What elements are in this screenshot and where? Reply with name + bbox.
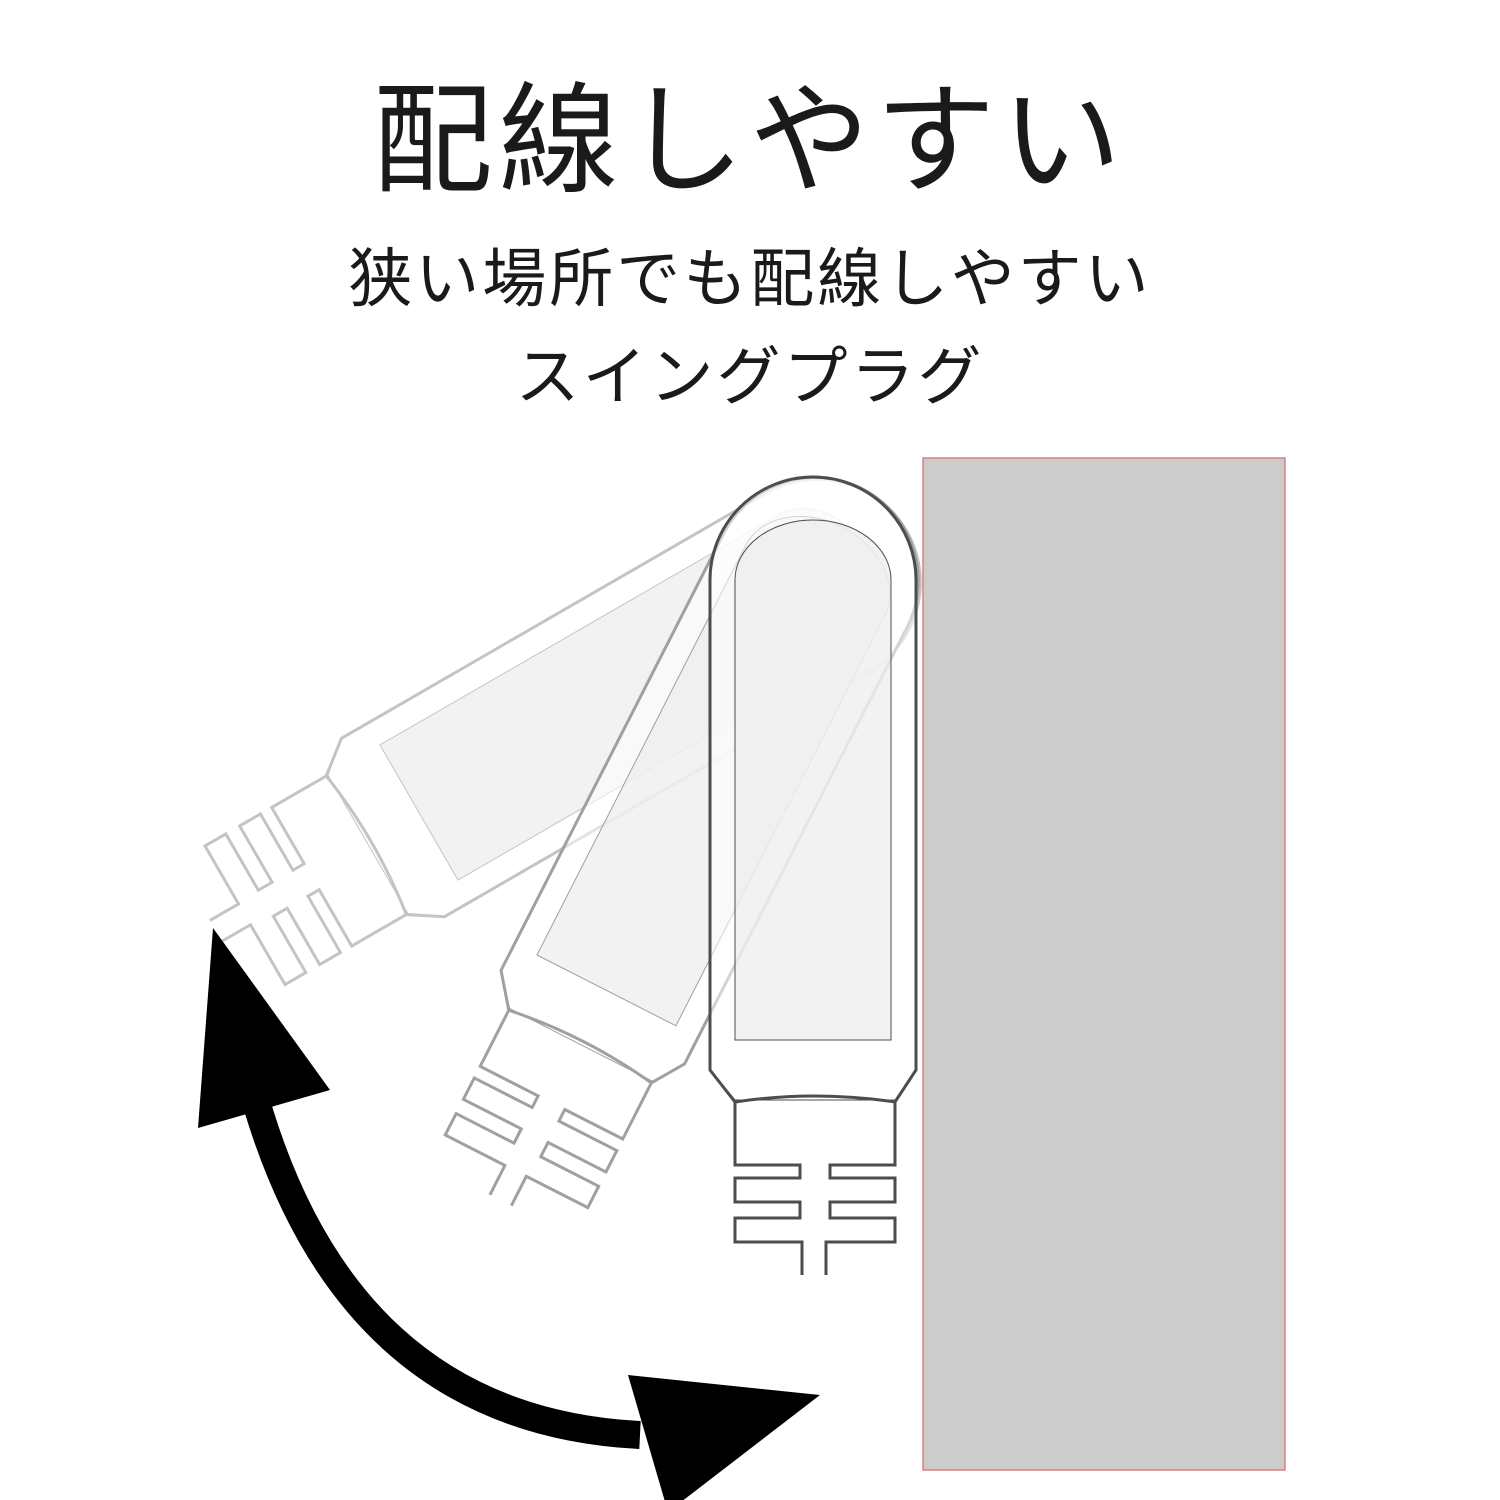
subtitle-line-2: スイングプラグ [515, 341, 985, 415]
wall [922, 457, 1286, 1471]
headline: 配線しやすい [372, 72, 1128, 211]
plug-vertical [708, 475, 918, 1277]
subtitle-line-1: 狭い場所でも配線しやすい [348, 243, 1152, 317]
swing-arrow-icon [198, 928, 820, 1500]
